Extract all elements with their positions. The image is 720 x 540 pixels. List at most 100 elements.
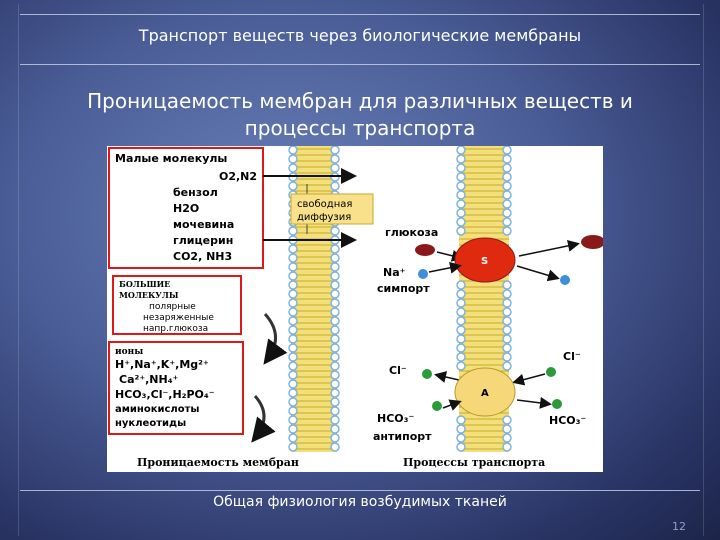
lipid-head <box>330 181 340 191</box>
large-molecules-line-1: БОЛЬШИЕ <box>119 279 170 289</box>
cl-ion-outside <box>422 369 432 379</box>
lipid-head <box>456 163 466 173</box>
cl-in-arrow <box>512 373 546 386</box>
lipid-head <box>288 163 298 173</box>
lipid-head <box>288 388 298 398</box>
lipid-head <box>288 442 298 452</box>
lipid-head <box>330 361 340 371</box>
na-label: Na⁺ <box>383 266 406 279</box>
membrane-figure: Малые молекулы O2,N2 бензол H2O мочевина… <box>107 146 603 472</box>
lipid-head <box>288 226 298 236</box>
lipid-head <box>288 325 298 335</box>
lipid-head <box>330 424 340 434</box>
lipid-head <box>288 379 298 389</box>
lipid-head <box>330 406 340 416</box>
lipid-head <box>288 370 298 380</box>
ions-line-3: HCO₃,Cl⁻,H₂PO₄⁻ <box>115 388 215 401</box>
lipid-head <box>456 226 466 236</box>
na-ion-outside <box>418 269 428 279</box>
lipid-head <box>330 334 340 344</box>
lipid-head <box>330 146 340 155</box>
lipid-head <box>456 280 466 290</box>
lipid-head <box>502 172 512 182</box>
lipid-head <box>502 334 512 344</box>
lipid-head <box>330 253 340 263</box>
lipid-head <box>288 146 298 155</box>
hco3-right-label: HCO₃⁻ <box>549 414 586 427</box>
membrane-diagram: Малые молекулы O2,N2 бензол H2O мочевина… <box>108 146 603 469</box>
top-rule <box>20 14 700 15</box>
lipid-head <box>502 433 512 443</box>
glucose-label: глюкоза <box>385 226 438 239</box>
small-molecules-title: Малые молекулы <box>115 152 227 165</box>
antiport-carrier-label: A <box>481 388 489 399</box>
ions-line-2: Ca²⁺,NH₄⁺ <box>119 373 179 386</box>
lipid-head <box>456 442 466 452</box>
lipid-head <box>330 397 340 407</box>
lipid-head <box>330 307 340 317</box>
header-rule <box>20 64 700 65</box>
large-molecules-line-4: незаряженные <box>143 313 214 323</box>
lipid-head <box>502 208 512 218</box>
lipid-head <box>288 280 298 290</box>
lipid-head <box>288 397 298 407</box>
header-title: Транспорт веществ через биологические ме… <box>138 26 582 45</box>
large-molecules-line-2: МОЛЕКУЛЫ <box>119 290 179 300</box>
lipid-head <box>330 325 340 335</box>
hco3-ion-outside <box>432 401 442 411</box>
footer-rule <box>20 490 700 491</box>
na-ion-inside <box>560 275 570 285</box>
subtitle-line-1: Проницаемость мембран для различных веще… <box>87 89 633 113</box>
lipid-head <box>456 316 466 326</box>
lipid-head <box>330 316 340 326</box>
lipid-head <box>330 442 340 452</box>
lipid-head <box>502 226 512 236</box>
lipid-head <box>456 307 466 317</box>
lipid-head <box>502 298 512 308</box>
h2o-label: H2O <box>173 202 199 215</box>
lipid-head <box>456 325 466 335</box>
glycerol-label: глицерин <box>173 234 233 247</box>
slide-subtitle: Проницаемость мембран для различных веще… <box>60 88 660 142</box>
lipid-head <box>288 433 298 443</box>
lipid-head <box>502 289 512 299</box>
hco3-ion-inside <box>552 399 562 409</box>
lipid-head <box>288 352 298 362</box>
lipid-head <box>456 217 466 227</box>
hco3-in-arrow <box>442 399 462 411</box>
symport-carrier <box>454 237 516 283</box>
co2nh3-label: CO2, NH3 <box>173 250 232 263</box>
antiport-carrier <box>454 367 516 417</box>
lipid-head <box>288 406 298 416</box>
glucose-out-arrow <box>518 239 580 257</box>
lipid-head <box>288 253 298 263</box>
free-diffusion-box <box>290 193 374 225</box>
lipid-head <box>456 433 466 443</box>
lipid-head <box>288 154 298 164</box>
lipid-head <box>330 415 340 425</box>
cl-left-label: Cl⁻ <box>389 364 407 377</box>
ions-title: ионы <box>115 347 143 357</box>
lipid-head <box>330 244 340 254</box>
lipid-head <box>502 442 512 452</box>
symport-carrier-label: S <box>481 256 488 267</box>
benzene-label: бензол <box>173 186 218 199</box>
lipid-head <box>502 280 512 290</box>
caption-permeability: Проницаемость мембран <box>137 456 299 469</box>
lipid-head <box>456 289 466 299</box>
lipid-head <box>456 343 466 353</box>
large-molecules-box <box>112 275 242 335</box>
lipid-head <box>502 217 512 227</box>
lipid-head <box>330 370 340 380</box>
subtitle-line-2: процессы транспорта <box>244 116 476 140</box>
free-diffusion-line-1: свободная <box>297 199 352 210</box>
large-molecules-line-3: полярные <box>149 302 196 312</box>
urea-label: мочевина <box>173 218 234 231</box>
lipid-head <box>456 424 466 434</box>
lipid-head <box>288 244 298 254</box>
na-in-arrow <box>428 261 462 274</box>
glucose-molecule-inside <box>581 235 603 249</box>
lipid-head <box>502 361 512 371</box>
lipid-head <box>330 388 340 398</box>
ions-line-4: аминокислоты <box>115 404 199 415</box>
